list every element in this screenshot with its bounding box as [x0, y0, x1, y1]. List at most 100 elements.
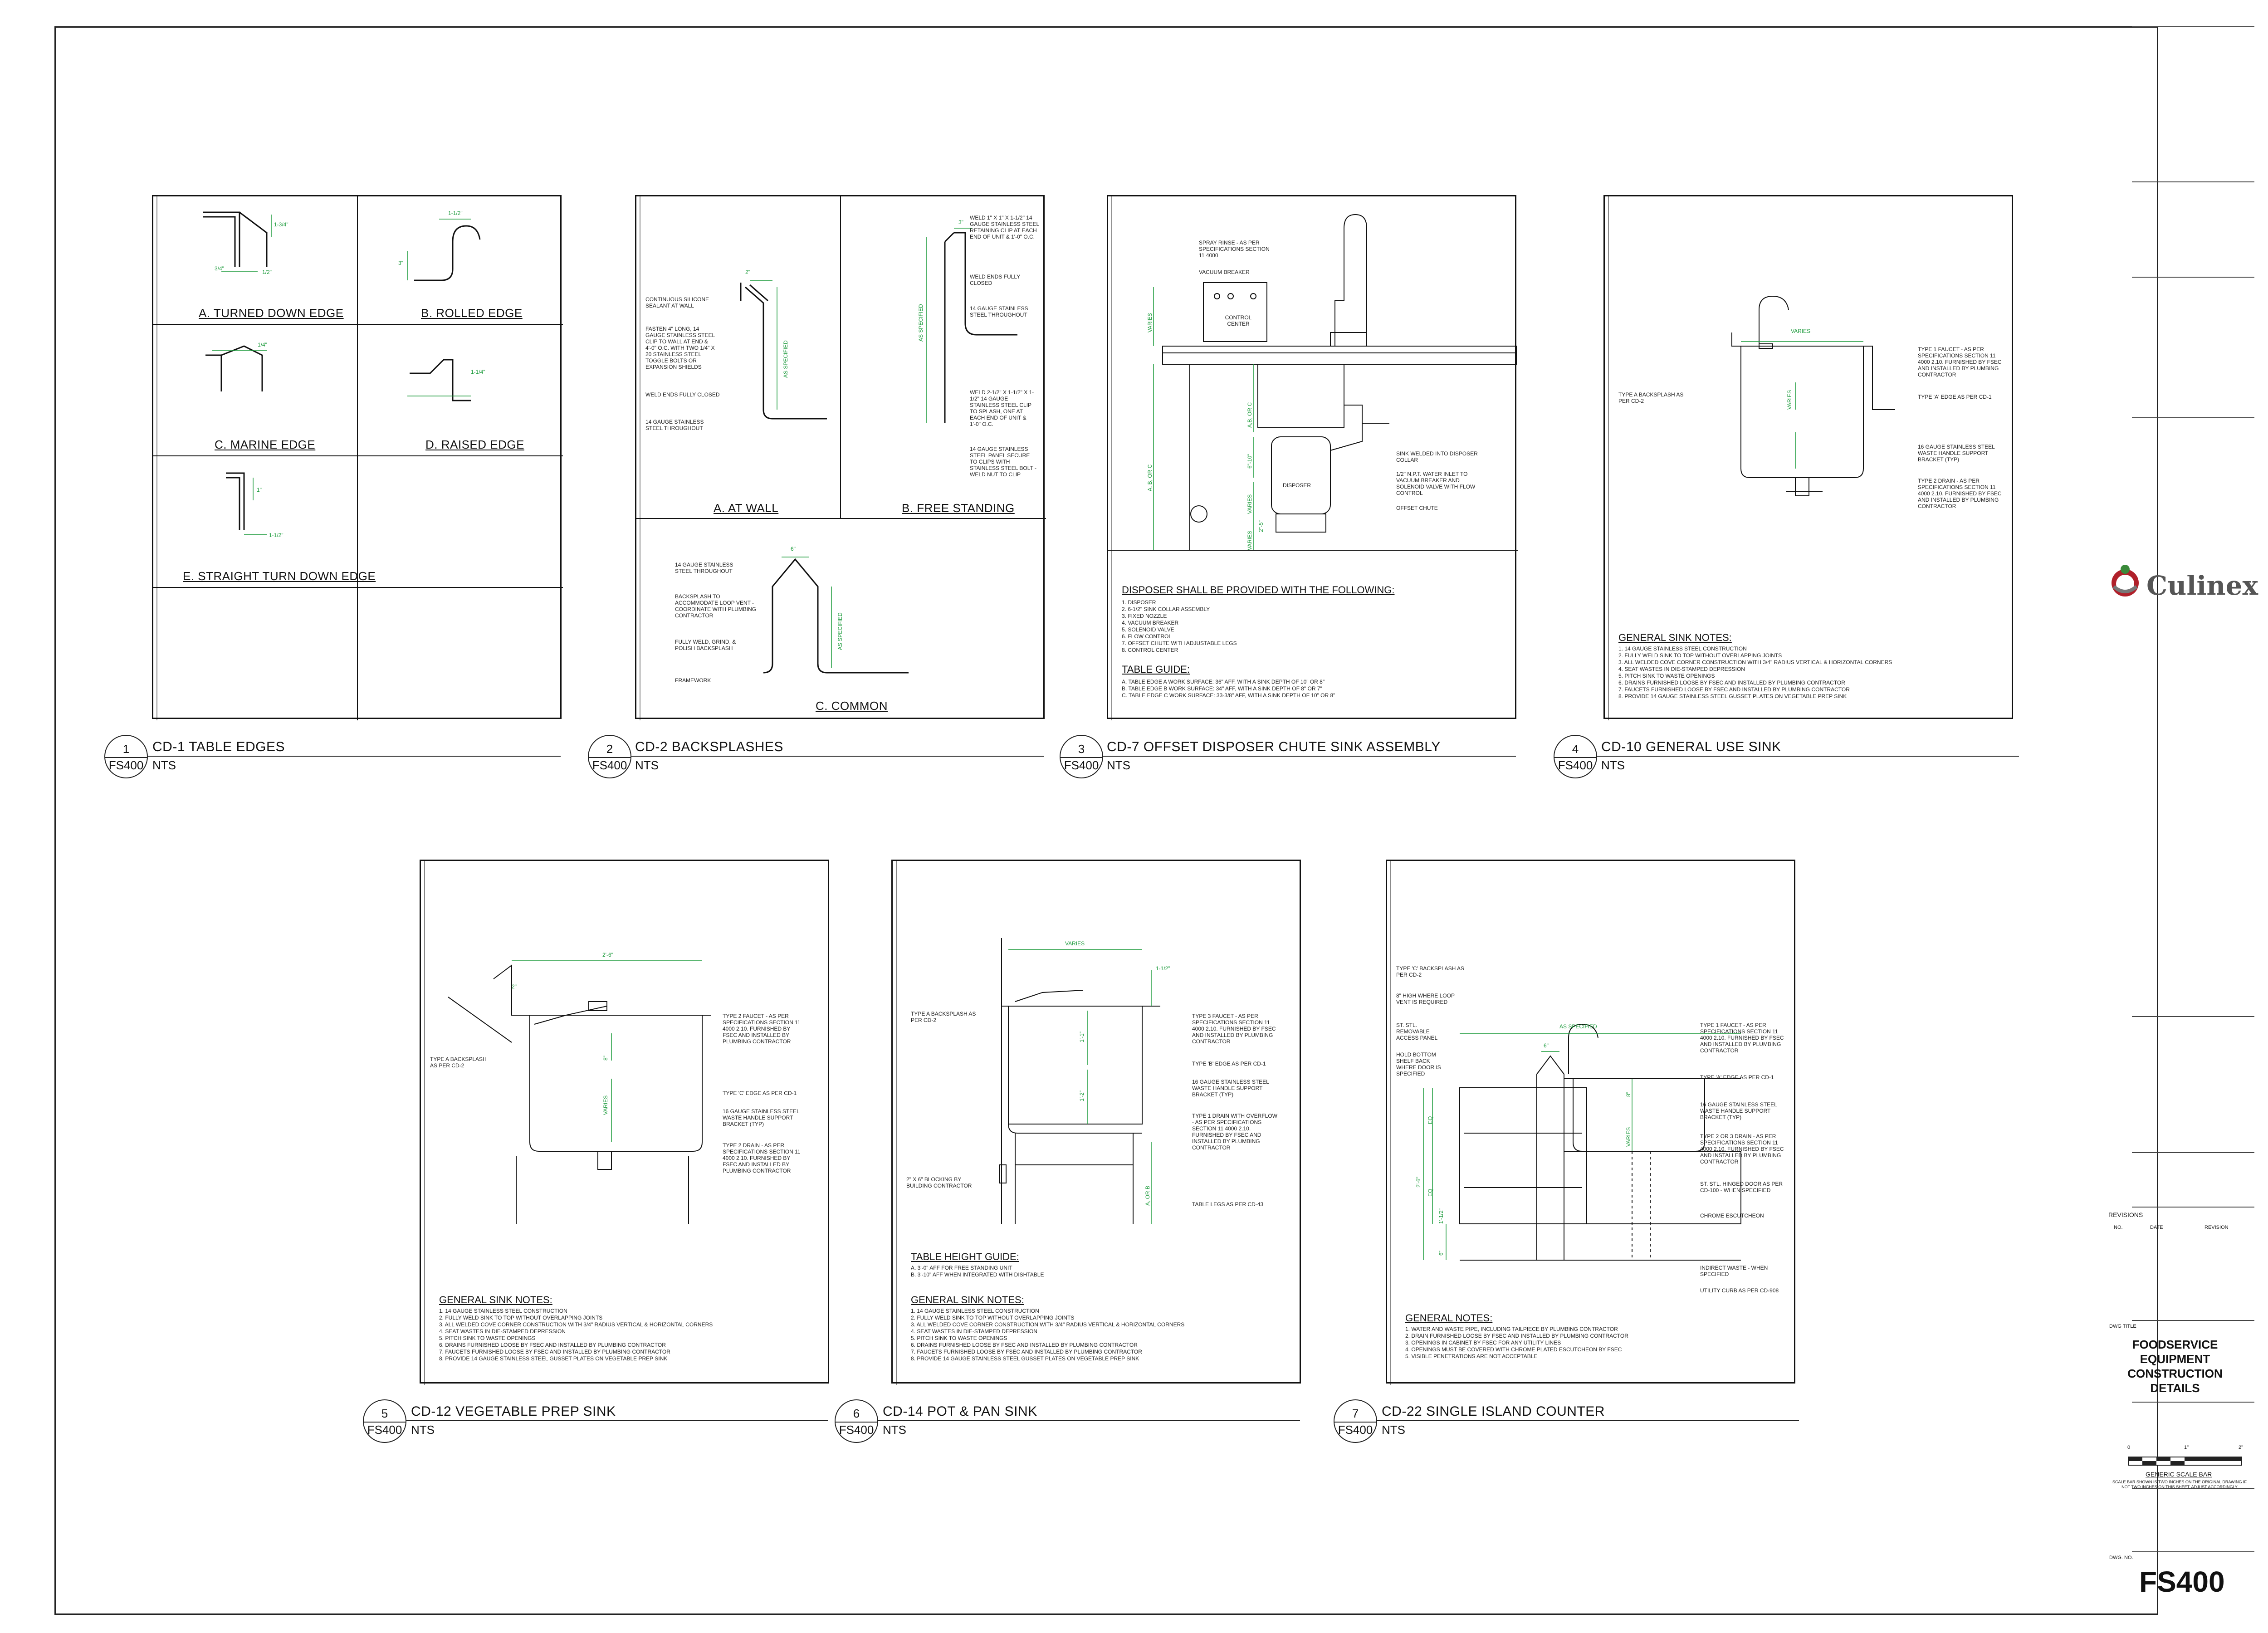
detail-4-title: CD-10 GENERAL USE SINK — [1601, 739, 1781, 754]
cd2-note: WELD ENDS FULLY CLOSED — [645, 391, 720, 398]
cd10-note: TYPE 2 DRAIN - AS PER SPECIFICATIONS SEC… — [1918, 478, 2002, 509]
cd22-note: INDIRECT WASTE - WHEN SPECIFIED — [1700, 1265, 1768, 1277]
chef-hat-icon — [2112, 565, 2139, 596]
cd7-note: OFFSET CHUTE — [1396, 505, 1438, 511]
cd1-caption-c: C. MARINE EDGE — [215, 438, 316, 451]
detail-cd12-panel: 2'-6" 8" VARIES 2" TYPE A BACKSPLASH AS … — [420, 860, 829, 1385]
cd1-drawing — [153, 196, 563, 720]
detail-3-scale: NTS — [1107, 758, 1130, 772]
cd1-dim: 1-3/4" — [274, 221, 288, 228]
titleblock-divider — [2132, 1320, 2254, 1321]
cd2-note: 14 GAUGE STAINLESS STEEL THROUGHOUT — [675, 562, 733, 574]
cd7-dim: A, B, OR C — [1147, 464, 1153, 491]
cd14-note: TYPE 1 DRAIN WITH OVERFLOW - AS PER SPEC… — [1192, 1113, 1278, 1151]
cd12-dim: 2'-6" — [602, 952, 613, 958]
cd7-dim: 2"-5" — [1258, 520, 1264, 532]
detail-6-title: CD-14 POT & PAN SINK — [883, 1404, 1037, 1419]
titleblock-divider — [2132, 26, 2254, 27]
cd22-note: UTILITY CURB AS PER CD-908 — [1700, 1287, 1779, 1294]
cd14-dim: 1'-1" — [1079, 1032, 1085, 1042]
cd1-dim: 1-1/2" — [448, 210, 463, 216]
cd7-dim: VARIES — [1147, 313, 1153, 332]
cd12-note: TYPE 2 FAUCET - AS PER SPECIFICATIONS SE… — [723, 1013, 801, 1045]
cd14-dim: VARIES — [1065, 940, 1085, 947]
cd12-dim: 8" — [602, 1056, 609, 1061]
cd12-drawing — [424, 861, 711, 1385]
cd2-caption-a: A. AT WALL — [714, 501, 779, 515]
detail-7-title: CD-22 SINGLE ISLAND COUNTER — [1382, 1404, 1605, 1419]
cd14-note: TYPE A BACKSPLASH AS PER CD-2 — [911, 1011, 976, 1023]
cd12-note: 16 GAUGE STAINLESS STEEL WASTE HANDLE SU… — [723, 1108, 800, 1127]
cd22-dim: 6" — [1544, 1042, 1549, 1049]
cd7-note: SPRAY RINSE - AS PER SPECIFICATIONS SECT… — [1199, 240, 1270, 259]
revisions-label: REVISIONS — [2108, 1211, 2143, 1218]
detail-5-scale: NTS — [411, 1423, 435, 1437]
cd2-note: WELD 1" x 1" x 1-1/2" 14 GAUGE STAINLESS… — [970, 215, 1039, 240]
scale-tick-2: 2" — [2239, 1445, 2244, 1450]
cd22-note: TYPE 'C' BACKSPLASH AS PER CD-2 — [1396, 965, 1464, 978]
sheet-number: FS400 — [2139, 1565, 2225, 1598]
cd12-note: TYPE A BACKSPLASH AS PER CD-2 — [430, 1056, 487, 1069]
titleblock-divider — [2132, 1016, 2254, 1017]
scale-tick-0: 0 — [2127, 1445, 2131, 1450]
cd2-caption-b: B. FREE STANDING — [902, 501, 1015, 515]
detail-6-scale: NTS — [883, 1423, 906, 1437]
detail-cd10-panel: VARIES VARIES TYPE A BACKSPLASH AS PER C… — [1603, 195, 2013, 720]
revisions-col-no: NO. — [2114, 1225, 2123, 1230]
titleblock-divider — [2132, 1402, 2254, 1403]
detail-2-rule — [631, 756, 1044, 757]
titleblock-divider — [2132, 181, 2254, 182]
titleblock-divider — [2132, 1207, 2254, 1208]
cd10-dim: VARIES — [1791, 328, 1811, 334]
detail-2-title: CD-2 BACKSPLASHES — [635, 739, 783, 754]
detail-cd22-panel: AS SPECIFIED 6" 8" EQ EQ 2'-6" 6" 1'-1/2… — [1386, 860, 1795, 1385]
cd2-dim: 6" — [791, 546, 796, 552]
cd1-dim: 1/2" — [262, 269, 272, 275]
titleblock-divider — [2132, 417, 2254, 418]
cd10-note: 16 GAUGE STAINLESS STEEL WASTE HANDLE SU… — [1918, 444, 1995, 463]
cd22-note: 8" HIGH WHERE LOOP VENT IS REQUIRED — [1396, 993, 1455, 1005]
cd22-dim: VARIES — [1625, 1127, 1632, 1147]
cd12-gen-title: GENERAL SINK NOTES: — [439, 1294, 552, 1305]
scale-tick-1: 1" — [2184, 1445, 2189, 1450]
cd2-caption-c: C. COMMON — [816, 699, 888, 713]
cd12-note: TYPE 2 DRAIN - AS PER SPECIFICATIONS SEC… — [723, 1142, 801, 1174]
cd2-note: FRAMEWORK — [675, 677, 711, 684]
detail-4-rule — [1597, 756, 2019, 757]
cd22-dim: AS SPECIFIED — [1559, 1023, 1597, 1030]
cd1-dim: 1-1/4" — [471, 369, 485, 375]
revisions-col-revision: REVISION — [2204, 1225, 2229, 1230]
titleblock-divider — [2132, 1152, 2254, 1153]
detail-4-scale: NTS — [1601, 758, 1625, 772]
cd2-note: BACKSPLASH TO ACCOMMODATE LOOP VENT - CO… — [675, 593, 757, 619]
cd22-dim: 2'-6" — [1415, 1177, 1422, 1188]
cd14-drawing — [896, 861, 1160, 1385]
cd22-dim: EQ — [1427, 1116, 1433, 1124]
cd7-note: DISPOSER — [1283, 482, 1311, 489]
cd22-drawing — [1390, 861, 1741, 1385]
cd14-gen-title: GENERAL SINK NOTES: — [911, 1294, 1024, 1305]
cd7-note: 1/2" N.P.T. WATER INLET TO VACUUM BREAKE… — [1396, 471, 1476, 496]
scale-bar-note: SCALE BAR SHOWN IS TWO INCHES ON THE ORI… — [2112, 1480, 2247, 1489]
cd22-note: TYPE 1 FAUCET - AS PER SPECIFICATIONS SE… — [1700, 1022, 1784, 1054]
cd14-dim: 1-1/2" — [1156, 965, 1170, 972]
detail-7-rule — [1377, 1420, 1799, 1421]
cd22-note: TYPE 'A' EDGE AS PER CD-1 — [1700, 1074, 1774, 1081]
cd22-dim: EQ — [1427, 1188, 1433, 1197]
cd14-note: 2" x 6" BLOCKING BY BUILDING CONTRACTOR — [906, 1176, 972, 1189]
detail-1-rule — [148, 756, 561, 757]
cd7-table-list: A. TABLE EDGE A WORK SURFACE: 36" AFF, W… — [1122, 679, 1335, 699]
cd7-drawing — [1108, 196, 1518, 720]
cd10-note: TYPE A BACKSPLASH AS PER CD-2 — [1618, 391, 1684, 404]
scale-bar — [2127, 1456, 2245, 1472]
cd10-gen-title: GENERAL SINK NOTES: — [1618, 632, 1732, 643]
cd2-note: FASTEN 4" LONG, 14 GAUGE STAINLESS STEEL… — [645, 326, 715, 370]
cd1-caption-d: D. RAISED EDGE — [425, 438, 524, 451]
cd7-note: VACUUM BREAKER — [1199, 269, 1250, 275]
